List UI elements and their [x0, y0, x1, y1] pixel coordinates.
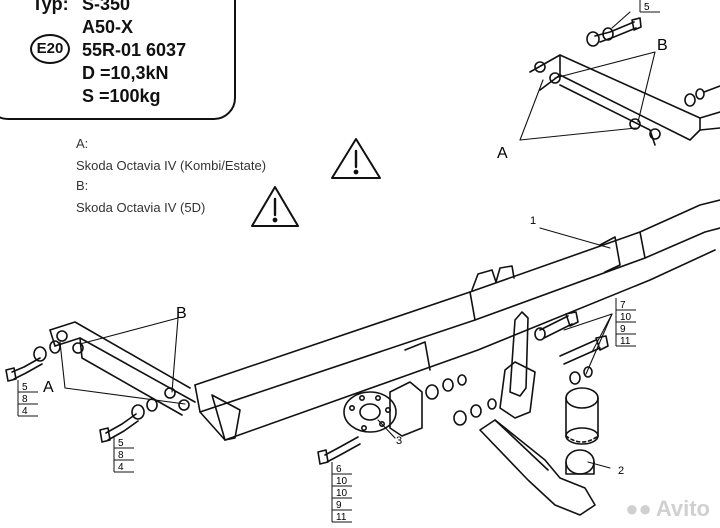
- callout-b-left: B: [176, 305, 187, 322]
- stack-bottom-center-item: 11: [336, 512, 347, 523]
- stack-bottom-center-item: 10: [336, 488, 348, 499]
- side-arm-left: [5, 321, 196, 443]
- crossbar-beam: [194, 199, 720, 441]
- stack-bottom-center-item: 10: [336, 476, 348, 487]
- variant-a-text: Skoda Octavia IV (Kombi/Estate): [76, 158, 267, 173]
- avito-logo-icon: ●●: [625, 496, 652, 521]
- callout-b-top: B: [657, 37, 668, 54]
- stack-bottom-center-item: 6: [336, 464, 342, 475]
- callout-part-2: 2: [618, 465, 624, 477]
- stack-left-upper-item: 8: [22, 394, 28, 405]
- stack-right-item: 11: [620, 336, 631, 347]
- stack-right-item: 9: [620, 324, 626, 335]
- stack-top-right-item: 5: [644, 2, 650, 13]
- model-value: A50-X: [82, 17, 134, 37]
- stack-left-lower-item: 8: [118, 450, 124, 461]
- stack-left-lower-item: 5: [118, 438, 124, 449]
- callout-part-3: 3: [396, 435, 402, 447]
- socket-plate: [343, 381, 423, 437]
- d-value: D =10,3kN: [82, 63, 169, 83]
- typ-value: S-350: [82, 0, 131, 14]
- stack-left-upper-item: 4: [22, 406, 28, 417]
- variant-a-label: A:: [76, 136, 89, 151]
- variant-b-label: B:: [76, 178, 89, 193]
- approval-mark: E20: [30, 34, 70, 64]
- typ-label: Typ:: [32, 0, 69, 14]
- stack-left-upper-item: 5: [22, 382, 28, 393]
- leader-lines: [59, 11, 656, 469]
- callout-part-1: 1: [530, 215, 536, 227]
- stack-bottom-center-item: 9: [336, 500, 342, 511]
- s-value: S =100kg: [82, 86, 161, 106]
- variant-b-text: Skoda Octavia IV (5D): [76, 200, 206, 215]
- warning-icon-a: [331, 138, 381, 179]
- watermark: ●●Avito: [625, 496, 710, 521]
- tow-ball: [479, 387, 599, 516]
- stack-right-item: 7: [620, 300, 626, 311]
- callout-a-top: A: [497, 145, 508, 162]
- callout-a-left: A: [43, 379, 54, 396]
- side-arm-right: [529, 17, 720, 146]
- approval-number: 55R-01 6037: [82, 40, 187, 60]
- stack-left-lower-item: 4: [118, 462, 124, 473]
- stack-right-item: 10: [620, 312, 632, 323]
- warning-icon-b: [251, 186, 299, 227]
